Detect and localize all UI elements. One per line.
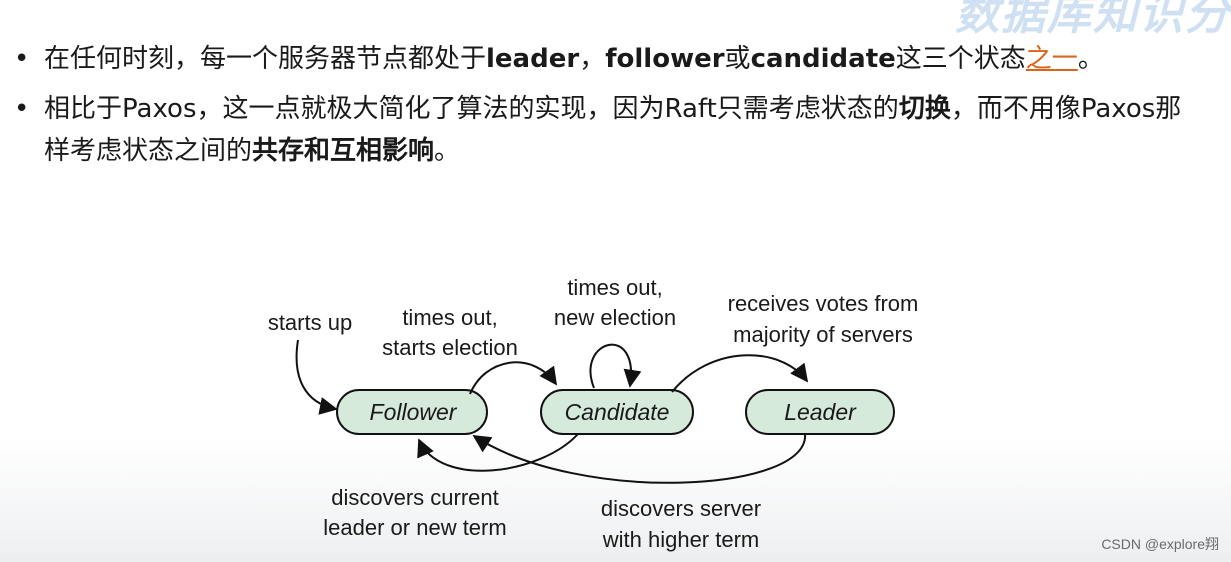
arrow-candidate-to-follower [417,433,579,472]
bullet-text-leader: leader [486,44,580,74]
bullet-item-paxos: • 相比于Paxos，这一点就极大简化了算法的实现，因为Raft只需考虑状态的切… [14,88,1204,172]
state-label-candidate: Candidate [565,399,670,425]
edge-label-times-out-new-line2: new election [554,305,676,330]
state-node-leader: Leader [745,389,895,435]
bullet-text-segment: 相比于Paxos，这一点就极大简化了算法的实现，因为Raft只需考虑状态的 [44,94,899,124]
edge-label-discovers-higher-line2: with higher term [602,527,760,552]
bullet-marker: • [14,94,30,124]
bullet-text-segment: 这三个状态 [895,44,1026,74]
bullet-text-segment: 在任何时刻，每一个服务器节点都处于 [44,44,487,74]
bullet-text-segment: 。 [434,136,461,166]
bullet-item-states: • 在任何时刻，每一个服务器节点都处于leader，follower或candi… [14,38,1204,80]
bullet-text-follower: follower [605,44,725,74]
credit-watermark: CSDN @explore翔 [1101,536,1219,552]
arrow-follower-to-candidate [469,361,558,395]
edge-label-discovers-higher-line1: discovers server [601,496,761,521]
state-node-leader-shape [745,389,895,435]
bullet-text-segment: 或 [724,44,751,74]
arrow-starts-up [295,339,338,415]
bullet-text-segment: ， [579,44,606,74]
state-label-leader: Leader [784,399,857,425]
bullet-text-segment: 。 [1077,44,1104,74]
bullet-text-segment: ，而不用像Paxos那样考虑状态之间的 [44,94,1182,166]
bullet-marker: • [14,44,30,74]
edge-label-discovers-leader-line2: leader or new term [323,515,506,540]
arrow-leader-to-follower [472,433,807,484]
edge-label-receives-votes-line1: receives votes from [728,291,919,316]
edge-label-times-out-start-line1: times out, [402,305,497,330]
bullet-text-coexist: 共存和互相影响 [252,136,435,166]
state-node-candidate: Candidate [540,389,694,435]
bullet-list: • 在任何时刻，每一个服务器节点都处于leader，follower或candi… [14,38,1204,172]
state-node-follower: Follower [336,389,488,435]
bullet-text-candidate: candidate [750,44,896,74]
edge-label-discovers-leader-line1: discovers current [331,485,499,510]
edge-label-receives-votes-line2: majority of servers [733,322,913,347]
edge-label-starts-up: starts up [268,310,352,335]
bullet-text-switch: 切换 [898,94,951,124]
arrow-candidate-to-leader [671,354,809,393]
arrow-candidate-self-loop [589,343,642,389]
bullet-text-highlight: 之一 [1025,44,1078,74]
state-label-follower: Follower [370,399,458,425]
edge-label-times-out-start-line2: starts election [382,335,518,360]
watermark-banner-text: 数据库知识分 [955,0,1231,40]
edge-label-times-out-new-line1: times out, [567,275,662,300]
state-node-candidate-shape [540,389,694,435]
